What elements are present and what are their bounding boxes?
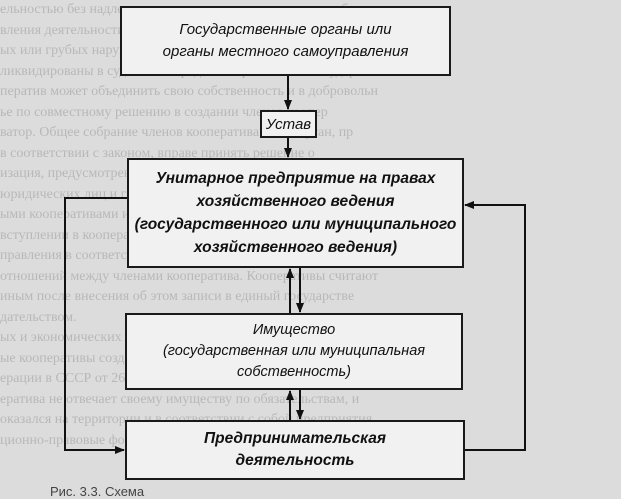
background-line: ператив может объединить свою собственно… <box>0 84 378 99</box>
arrow-left-loop <box>64 197 127 454</box>
node-line: органы местного самоуправления <box>162 43 409 60</box>
figure-caption: Рис. 3.3. Схема <box>50 484 145 499</box>
node-line: Имущество <box>252 322 336 338</box>
node-line: Устав <box>265 115 312 133</box>
node-line: хозяйственного ведения <box>196 193 395 210</box>
node-line: Унитарное предприятие на правах <box>155 170 436 187</box>
node-line: хозяйственного ведения) <box>193 239 398 256</box>
gov-bodies-node: Государственные органы или органы местно… <box>120 6 451 76</box>
node-line: Предпринимательская <box>204 430 386 447</box>
node-line: Государственные органы или <box>179 21 392 38</box>
node-line: собственность) <box>237 364 351 380</box>
node-line: (государственного или муниципального <box>134 216 457 233</box>
node-line: деятельность <box>235 452 355 469</box>
arrow-right-loop <box>464 201 526 451</box>
background-line: дательством. <box>0 309 77 325</box>
charter-node: Устав <box>260 110 317 138</box>
background-line: в соответствии с законом, вправе принять… <box>0 145 315 161</box>
background-line: ератива не отвечает своему имуществу по … <box>0 391 360 407</box>
background-line: отношений между членами кооператива. Коо… <box>0 268 379 284</box>
unitary-enterprise-node: Унитарное предприятие на правах хозяйств… <box>127 158 464 268</box>
node-line: (государственная или муниципальная <box>162 343 426 359</box>
property-node: Имущество (государственная или муниципал… <box>125 313 463 390</box>
background-line: иным после внесения об этом записи в еди… <box>0 289 355 304</box>
entrepreneurship-node: Предпринимательская деятельность <box>125 420 465 480</box>
background-line: ье по совместному решению в создании чле… <box>0 104 328 120</box>
